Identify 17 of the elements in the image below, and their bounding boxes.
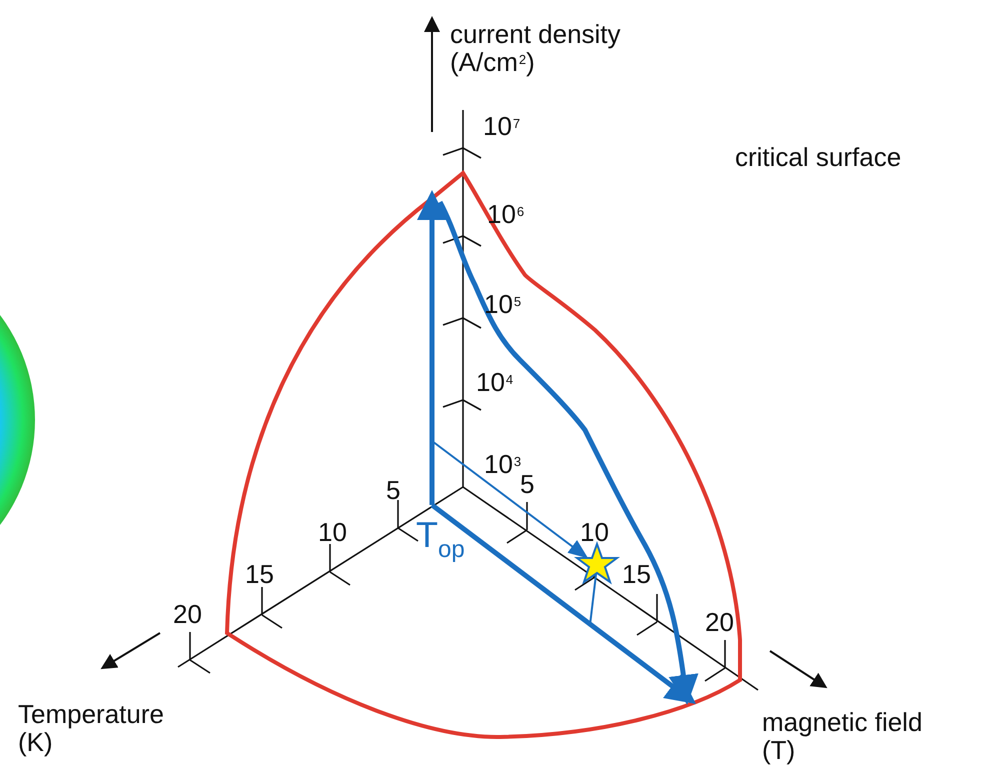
tick-label: 20 [173,600,202,628]
tick-label: 15 [622,560,651,588]
tick-label: 10 [318,518,347,546]
tick-label: 10$^{3}$ [484,450,522,478]
tick-label: 15 [245,560,274,588]
tick-label: 5 [386,476,400,504]
axis-title: Temperature (K) [18,700,165,756]
tick-label: 10 [580,518,609,546]
surface-label: critical surface [735,143,902,171]
axis-title: current density (A/cm$^{2}$) [450,20,622,76]
tick-label: 20 [705,608,734,636]
tick-label: 5 [520,470,534,498]
tick-label: 10$^{5}$ [484,290,522,318]
tick-label: 10$^{6}$ [487,200,524,228]
tick-label: 10$^{7}$ [483,112,520,140]
tick-label: 10$^{4}$ [476,368,514,396]
axis-title: magnetic field (T) [762,708,924,764]
